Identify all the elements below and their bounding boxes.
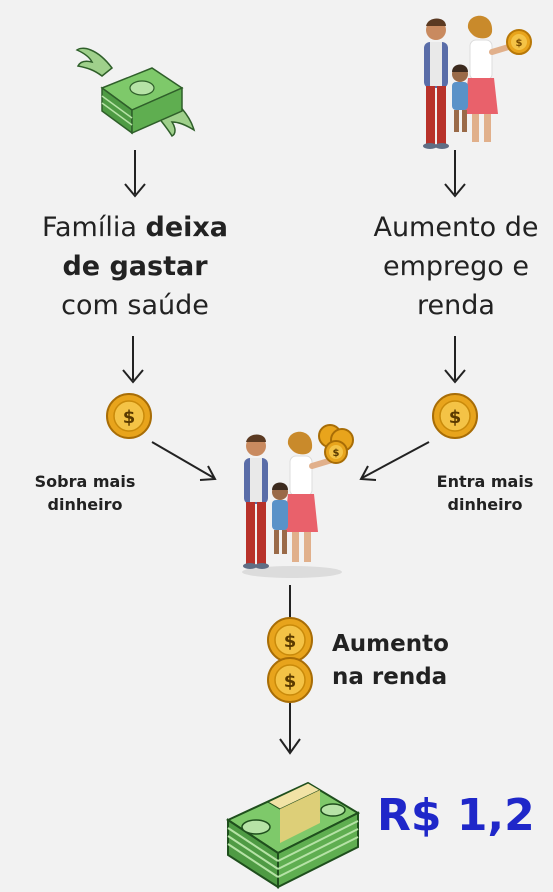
left-statement: Família deixa de gastar com saúde bbox=[0, 208, 270, 325]
income-line2: na renda bbox=[332, 664, 448, 690]
coin-symbol: $ bbox=[449, 407, 462, 428]
arrow-down-icon bbox=[124, 150, 146, 198]
left-line1-bold: deixa bbox=[145, 212, 229, 243]
left-line3-regular: com saúde bbox=[61, 290, 209, 321]
family-coins-icon: $ bbox=[242, 424, 354, 578]
right-line1: Aumento de bbox=[373, 212, 539, 243]
right-money-line2: dinheiro bbox=[447, 495, 523, 514]
diagonal-arrow-icon bbox=[151, 441, 217, 481]
arrow-down-icon bbox=[444, 336, 466, 384]
coin-symbol: $ bbox=[123, 407, 136, 428]
svg-text:$: $ bbox=[333, 448, 340, 459]
money-stack-icon bbox=[225, 781, 361, 889]
svg-text:$: $ bbox=[516, 38, 523, 49]
coin-icon: $ bbox=[432, 393, 478, 439]
left-money-label: Sobra mais dinheiro bbox=[5, 470, 165, 516]
coin-icon: $ bbox=[106, 393, 152, 439]
left-money-line2: dinheiro bbox=[47, 495, 123, 514]
arrow-down-icon bbox=[122, 336, 144, 384]
family-coin-icon: $ bbox=[423, 15, 532, 149]
arrow-down-icon bbox=[444, 150, 466, 198]
right-line2: emprego e bbox=[382, 251, 530, 282]
left-line2-bold: de gastar bbox=[62, 251, 208, 282]
two-coins-icon: $ $ bbox=[267, 617, 313, 703]
income-line1: Aumento bbox=[332, 631, 449, 657]
left-money-line1: Sobra mais bbox=[34, 472, 136, 491]
result-value: R$ 1,2 bbox=[377, 790, 535, 841]
coin-symbol: $ bbox=[284, 671, 297, 692]
diagonal-arrow-icon bbox=[359, 441, 430, 481]
coin-symbol: $ bbox=[284, 631, 297, 652]
income-increase-label: Aumento na renda bbox=[332, 628, 492, 694]
right-money-line1: Entra mais bbox=[436, 472, 534, 491]
right-line3: renda bbox=[417, 290, 495, 321]
right-money-label: Entra mais dinheiro bbox=[420, 470, 550, 516]
left-line1-regular: Família bbox=[41, 212, 137, 243]
flying-money-icon bbox=[75, 47, 196, 137]
right-statement: Aumento de emprego e renda bbox=[340, 208, 553, 325]
